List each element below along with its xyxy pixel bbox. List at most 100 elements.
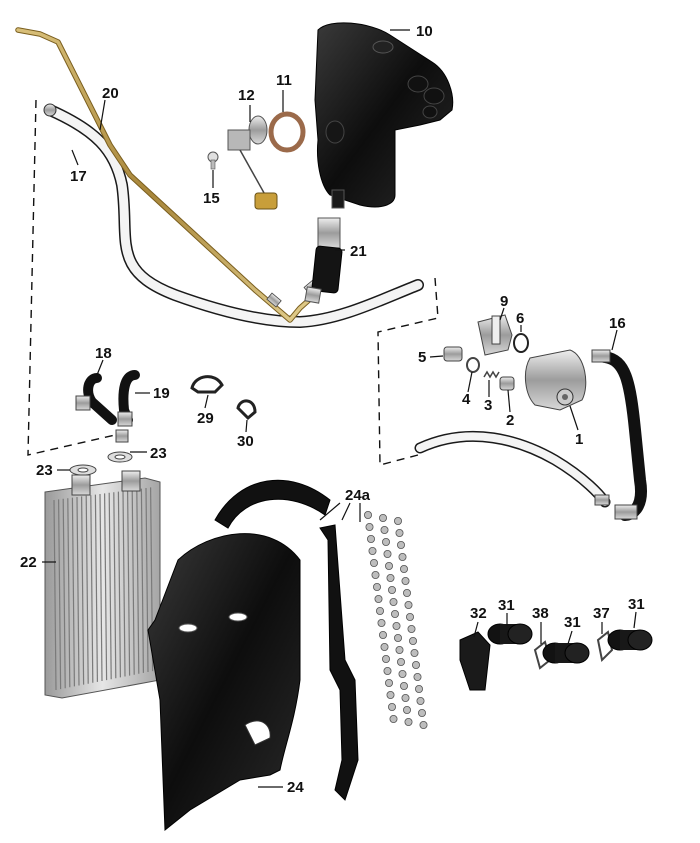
screw [371,571,380,580]
label-part-3: 3 [484,397,492,414]
part-22-oil-cooler [44,470,161,699]
part-19-elbow [115,370,140,443]
label-part-24a: 24a [345,487,371,504]
label-part-2: 2 [506,412,514,429]
part-11-gasket [268,111,306,153]
label-part-18: 18 [95,345,112,362]
part-24a-seals [214,479,359,801]
label-part-32: 32 [470,605,487,622]
cooler-fin [94,494,98,682]
part-18-elbow [75,373,117,425]
part-24-shroud [147,533,301,832]
part-1-pump-body [524,349,587,411]
screw [368,547,377,556]
screw [419,721,428,730]
label-part-23-left: 23 [36,462,53,479]
part-number-labels: 10 11 12 15 20 17 21 9 6 16 5 4 3 2 1 18… [20,23,645,796]
screw [396,541,405,550]
screw [378,631,387,640]
part-3-spring [483,370,500,379]
screw [389,715,398,724]
cooler-fin [104,493,108,681]
screw [402,706,411,715]
screw [383,550,392,559]
screw [414,685,423,694]
screw [374,595,383,604]
label-part-1: 1 [575,431,583,448]
label-part-23-right: 23 [150,445,167,462]
part-10-oil-tank [314,22,454,209]
screw [404,601,413,610]
part-12-sender [227,115,278,210]
screws-set [363,510,428,730]
part-32-bracket [459,631,491,691]
screw [401,694,410,703]
label-part-5: 5 [418,349,426,366]
screw [392,622,401,631]
cooler-fin [76,496,80,686]
label-part-10: 10 [416,23,433,40]
part-23-washers [69,451,133,476]
screw [401,577,410,586]
cooler-fin [127,490,131,676]
part-31-bushing-b [542,642,590,664]
cooler-fin [145,487,149,673]
screw [413,673,422,682]
screw [399,682,408,691]
part-6-oring [513,333,529,353]
label-part-11: 11 [276,72,292,89]
label-part-6: 6 [516,310,524,327]
cooler-fin [136,489,140,674]
screw [380,643,389,652]
label-part-9: 9 [500,293,508,310]
label-part-16: 16 [609,315,626,332]
label-part-15: 15 [203,190,220,207]
screw [375,607,384,616]
cooler-fin [113,492,117,679]
cooler-fin [62,498,66,689]
screw [393,517,402,526]
screw [396,658,405,667]
label-part-31-c: 31 [628,596,645,613]
label-part-21: 21 [350,243,367,260]
part-21-hose [304,217,343,304]
cooler-fin [90,495,94,683]
screw [386,691,395,700]
screw [372,583,381,592]
screw [383,667,392,676]
screw [365,523,374,532]
cooler-fin [122,490,126,677]
cooler-fin [58,499,62,690]
part-31-bushing-a [487,623,533,645]
screw [411,661,420,670]
screw [402,589,411,598]
cooler-fin [85,495,89,684]
screw [384,679,393,688]
label-part-31-a: 31 [498,597,515,614]
screw [366,535,375,544]
screw [387,586,396,595]
label-part-37: 37 [593,605,610,622]
screw [381,538,390,547]
label-part-31-b: 31 [564,614,581,631]
screw [389,598,398,607]
screw [407,625,416,634]
part-29-clip [190,375,224,394]
screw [410,649,419,658]
screw [398,670,407,679]
screw [387,703,396,712]
label-part-12: 12 [238,87,255,104]
label-part-22: 22 [20,554,37,571]
screw [416,697,425,706]
part-37-clip [596,630,614,663]
cooler-fin [81,496,85,685]
cooler-fin [140,488,144,673]
label-part-17: 17 [70,168,87,185]
label-part-4: 4 [462,391,471,408]
screw [381,655,390,664]
label-part-29: 29 [197,410,214,427]
lower-white-tube [414,430,611,508]
part-2-valve [499,376,515,391]
part-31-bushing-c [607,629,653,651]
